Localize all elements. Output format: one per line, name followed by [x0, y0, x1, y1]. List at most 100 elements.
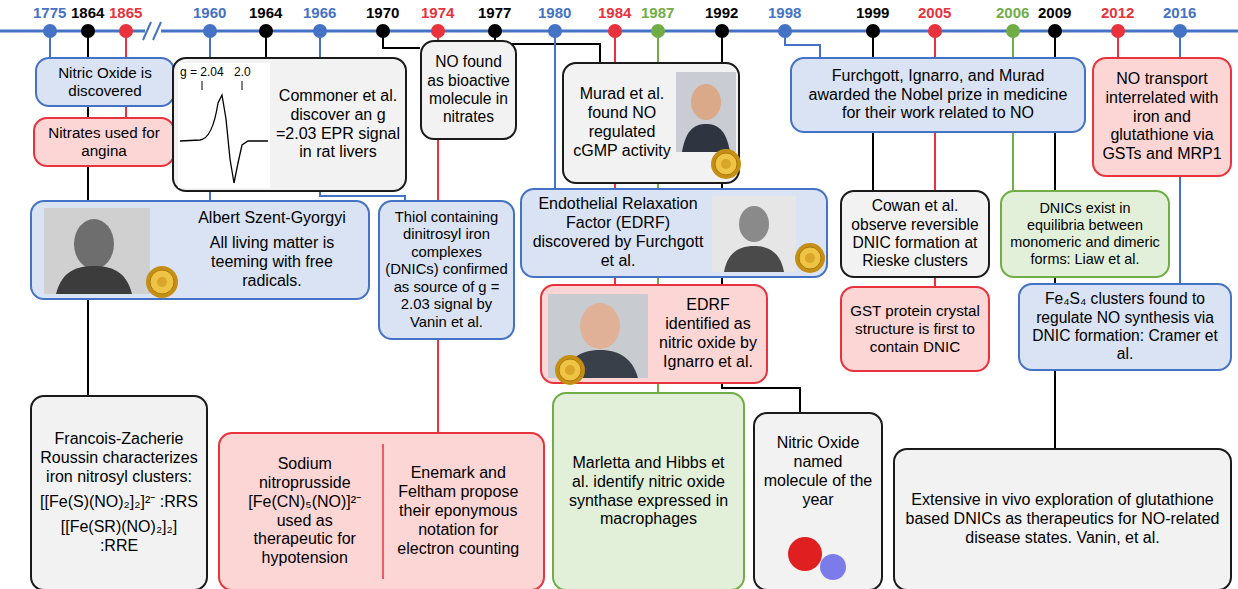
drawing-part	[721, 159, 731, 169]
drawing-part	[382, 444, 384, 579]
drawing-part	[81, 24, 95, 38]
text-group: Nitrates used for angina	[43, 124, 165, 160]
drawing-part	[153, 22, 161, 40]
event-box: Nitric Oxide named molecule of the year	[753, 412, 883, 589]
drawing-part	[1006, 24, 1020, 38]
event-text: Endothelial Relaxation Factor (EDRF) dis…	[530, 195, 706, 271]
event-text: Extensive in vivo exploration of glutath…	[903, 491, 1222, 548]
event-text: Nitric Oxide named molecule of the year	[763, 434, 873, 510]
event-text: GST protein crystal structure is first t…	[850, 302, 980, 356]
drawing-part	[431, 24, 445, 38]
event-box: Nitric Oxide is discovered	[35, 57, 175, 107]
text-area: Marletta and Hibbs et al. identify nitri…	[562, 398, 735, 585]
drawing-part	[180, 95, 268, 183]
drawing-part	[866, 24, 880, 38]
event-box: Francois-Zacherie Roussin characterizes …	[30, 395, 208, 589]
drawing-part	[739, 206, 769, 242]
drawing-part	[376, 24, 390, 38]
event-text: Thiol containing dinitrosyl iron complex…	[385, 209, 508, 331]
text-group: Furchgott, Ignarro, and Murad awarded th…	[800, 67, 1076, 124]
drawing-part	[488, 24, 502, 38]
event-text: Murad et al. found NO regulated cGMP act…	[570, 85, 674, 161]
text-area: EDRF identified as nitric oxide by Ignar…	[654, 290, 762, 378]
event-box: Murad et al. found NO regulated cGMP act…	[562, 62, 740, 184]
drawing-part	[715, 24, 729, 38]
drawing-part	[178, 63, 270, 188]
drawing-part	[43, 24, 1187, 38]
drawing-part	[788, 537, 822, 571]
event-text: NO transport interrelated with iron and …	[1102, 70, 1222, 164]
event-text: NO found as bioactive molecule in nitrat…	[427, 53, 510, 127]
event-box: DNICs exist in equilibria between monome…	[1000, 190, 1170, 278]
text-area: Nitric Oxide named molecule of the year	[763, 418, 873, 526]
year-label: 2009	[1038, 4, 1071, 22]
drawing-part	[651, 24, 665, 38]
year-label: 1999	[856, 4, 889, 22]
event-text: Albert Szent-Gyorgyi	[182, 209, 362, 228]
text-area: Endothelial Relaxation Factor (EDRF) dis…	[530, 194, 706, 272]
text-group: Endothelial Relaxation Factor (EDRF) dis…	[530, 195, 706, 271]
event-text: Cowan et al. observe reversible DNIC for…	[850, 197, 980, 271]
epr-axis-label: g = 2.04	[180, 65, 224, 79]
drawing-part	[548, 24, 562, 38]
event-box: Albert Szent-GyorgyiAll living matter is…	[30, 200, 370, 300]
drawing-part	[143, 22, 151, 40]
event-text: EDRF identified as nitric oxide by Ignar…	[654, 296, 762, 372]
drawing-part	[608, 24, 622, 38]
event-text: Sodium nitroprusside [Fe(CN)₅(NO)]²⁻ use…	[228, 455, 382, 568]
text-group: EDRF identified as nitric oxide by Ignar…	[654, 296, 762, 372]
event-box: NO found as bioactive molecule in nitrat…	[420, 40, 517, 140]
text-group: NO found as bioactive molecule in nitrat…	[427, 53, 510, 127]
year-label: 2005	[918, 4, 951, 22]
drawing-part	[44, 208, 150, 294]
text-group: Fe₄S₄ clusters found to regulate NO synt…	[1028, 290, 1222, 364]
year-label: 1980	[538, 4, 571, 22]
event-text: Nitrates used for angina	[43, 124, 165, 160]
event-box: Furchgott, Ignarro, and Murad awarded th…	[790, 57, 1086, 133]
year-label: 1964	[249, 4, 282, 22]
text-group: Sodium nitroprusside [Fe(CN)₅(NO)]²⁻ use…	[228, 455, 535, 568]
event-text: Marletta and Hibbs et al. identify nitri…	[562, 454, 735, 530]
drawing-part	[1048, 24, 1062, 38]
event-box: Extensive in vivo exploration of glutath…	[893, 448, 1232, 589]
text-group: Thiol containing dinitrosyl iron complex…	[385, 209, 508, 331]
year-label: 1865	[109, 4, 142, 22]
drawing-part	[119, 24, 133, 38]
text-area: Furchgott, Ignarro, and Murad awarded th…	[800, 63, 1076, 127]
text-area: Fe₄S₄ clusters found to regulate NO synt…	[1028, 289, 1222, 365]
event-text: Fe₄S₄ clusters found to regulate NO synt…	[1028, 290, 1222, 364]
drawing-part	[799, 247, 821, 269]
text-group: Francois-Zacherie Roussin characterizes …	[40, 430, 198, 555]
year-label: 1974	[421, 4, 454, 22]
event-text: Nitric Oxide is discovered	[45, 64, 165, 100]
event-text: Francois-Zacherie Roussin characterizes …	[40, 430, 198, 487]
text-group: DNICs exist in equilibria between monome…	[1010, 200, 1160, 268]
text-area: NO transport interrelated with iron and …	[1102, 63, 1222, 171]
drawing-part	[820, 554, 846, 580]
drawing-part	[778, 24, 792, 38]
text-area: NO found as bioactive molecule in nitrat…	[427, 46, 510, 134]
event-subtext: Enemark and Feltham propose their eponym…	[382, 464, 536, 558]
drawing-part	[682, 124, 730, 152]
drawing-part	[565, 365, 575, 375]
drawing-part	[1173, 24, 1187, 38]
drawing-part	[676, 72, 736, 152]
text-group: GST protein crystal structure is first t…	[850, 302, 980, 356]
drawing-part	[259, 24, 273, 38]
event-box: GST protein crystal structure is first t…	[840, 286, 990, 372]
text-group: NO transport interrelated with iron and …	[1102, 70, 1222, 164]
text-group: Albert Szent-GyorgyiAll living matter is…	[182, 209, 362, 291]
event-subtext: [[Fe(SR)(NO)₂]₂] :RRE	[40, 518, 198, 556]
year-label: 1966	[303, 4, 336, 22]
event-text: Commoner et al. discover an g =2.03 EPR …	[274, 87, 402, 163]
drawing-part	[928, 24, 942, 38]
drawing-part	[554, 31, 556, 188]
event-subtext: [[Fe(S)(NO)₂]₂]²⁻ :RRS	[40, 493, 198, 512]
event-text: DNICs exist in equilibria between monome…	[1010, 200, 1160, 268]
event-box: Commoner et al. discover an g =2.03 EPR …	[172, 57, 407, 192]
drawing-part	[715, 153, 737, 175]
drawing-part	[795, 243, 825, 273]
year-label: 2012	[1101, 4, 1134, 22]
drawing-part	[150, 270, 174, 294]
